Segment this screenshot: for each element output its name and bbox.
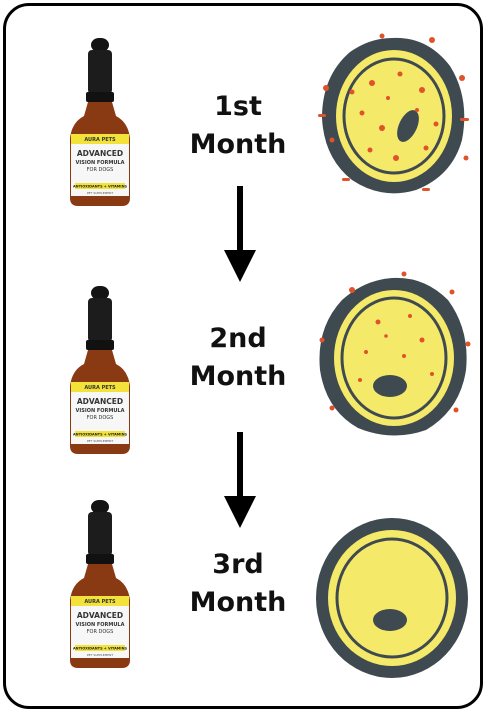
improving-eye-icon — [319, 271, 471, 436]
stage-ordinal: 2nd — [209, 323, 267, 354]
stage-month: Month — [189, 129, 287, 160]
bottle-sub: PET SUPPLEMENT — [87, 439, 114, 443]
stage-month: Month — [189, 361, 287, 392]
stage-label-2: 2nd Month — [178, 320, 298, 396]
stage-month: Month — [189, 587, 287, 618]
bottle-name-line2: VISION FORMULA — [76, 408, 125, 414]
bottle-name-line3: FOR DOGS — [87, 629, 114, 635]
supplement-bottle-1: AURA PETS ADVANCED VISION FORMULA FOR DO… — [70, 38, 130, 206]
stage-row-1: AURA PETS ADVANCED VISION FORMULA FOR DO… — [0, 28, 486, 208]
stage-ordinal: 1st — [214, 91, 262, 122]
bottle-name-line1: ADVANCED — [77, 149, 123, 158]
supplement-bottle-2: AURA PETS ADVANCED VISION FORMULA FOR DO… — [70, 286, 130, 454]
down-arrow-icon — [224, 432, 256, 528]
bottle-brand-label: AURA PETS — [84, 137, 116, 143]
bottle-brand-label: AURA PETS — [84, 385, 116, 391]
bottle-name-line3: FOR DOGS — [87, 167, 114, 173]
bottle-name-line3: FOR DOGS — [87, 415, 114, 421]
bottle-sub: PET SUPPLEMENT — [87, 191, 114, 195]
bottle-name-line1: ADVANCED — [77, 611, 123, 620]
bottle-badge: ANTIOXIDANTS + VITAMINS — [73, 185, 128, 189]
bottle-brand-label: AURA PETS — [84, 599, 116, 605]
down-arrow-icon — [224, 186, 256, 282]
stage-row-3: AURA PETS ADVANCED VISION FORMULA FOR DO… — [0, 500, 486, 680]
stage-label-3: 3rd Month — [178, 546, 298, 622]
bottle-badge: ANTIOXIDANTS + VITAMINS — [73, 647, 128, 651]
bottle-name-line2: VISION FORMULA — [76, 160, 125, 166]
bottle-name-line2: VISION FORMULA — [76, 622, 125, 628]
stage-label-1: 1st Month — [178, 88, 298, 164]
bottle-badge: ANTIOXIDANTS + VITAMINS — [73, 433, 128, 437]
severe-cloudy-eye-icon — [318, 33, 469, 194]
stage-row-2: AURA PETS ADVANCED VISION FORMULA FOR DO… — [0, 271, 486, 458]
stage-ordinal: 3rd — [212, 549, 264, 580]
bottle-name-line1: ADVANCED — [77, 397, 123, 406]
supplement-bottle-3: AURA PETS ADVANCED VISION FORMULA FOR DO… — [70, 500, 130, 668]
bottle-sub: PET SUPPLEMENT — [87, 653, 114, 657]
clear-eye-icon — [316, 518, 468, 678]
